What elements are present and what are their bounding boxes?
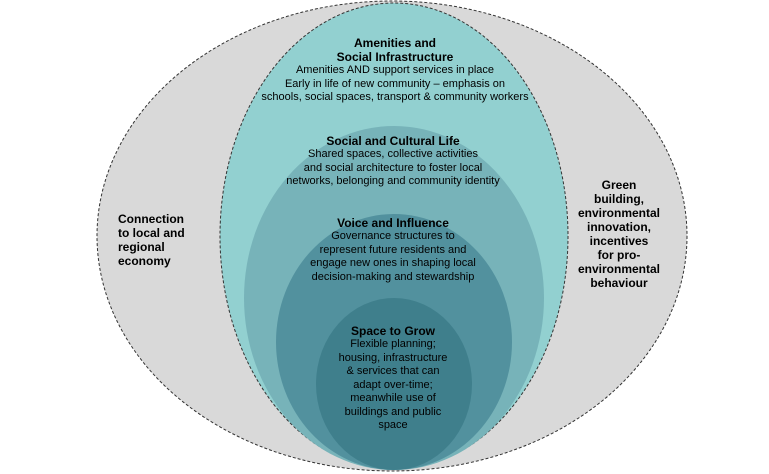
right-label-line6: for pro- (597, 248, 641, 262)
social-title: Social and Cultural Life (326, 134, 460, 148)
right-label-line8: behaviour (590, 276, 648, 290)
space-text: Space to Grow Flexible planning; housing… (322, 324, 464, 433)
space-line4: adapt over-time; (353, 378, 433, 391)
amenities-line2: Early in life of new community – emphasi… (284, 77, 506, 90)
left-label-line2: to local and (118, 226, 185, 240)
amenities-title-line1: Amenities and (353, 36, 437, 50)
amenities-line1: Amenities AND support services in place (295, 64, 495, 76)
right-label-line4: innovation, (587, 220, 651, 234)
social-line1: Shared spaces, collective activities (308, 148, 478, 160)
right-label-line5: incentives (589, 234, 649, 248)
amenities-text: Amenities and Social Infrastructure Amen… (250, 36, 540, 105)
space-line7: space (378, 419, 408, 431)
space-title: Space to Grow (350, 324, 436, 338)
left-label-line3: regional (118, 240, 165, 254)
voice-line4: decision-making and stewardship (311, 270, 475, 283)
space-line2: housing, infrastructure (338, 351, 448, 364)
amenities-line3: schools, social spaces, transport & comm… (261, 91, 529, 103)
space-layer (316, 298, 472, 470)
voice-line2: represent future residents and (319, 243, 467, 256)
space-line5: meanwhile use of (350, 392, 436, 404)
right-label-line2: building, (594, 192, 644, 206)
voice-line1: Governance structures to (331, 230, 455, 242)
social-text: Social and Cultural Life Shared spaces, … (280, 134, 506, 189)
voice-title: Voice and Influence (337, 216, 449, 230)
space-line3: & services that can (346, 365, 440, 377)
social-line2: and social architecture to foster local (303, 161, 483, 174)
right-label-green-building: Green building, environmental innovation… (576, 178, 662, 290)
social-line3: networks, belonging and community identi… (286, 175, 500, 187)
right-label-line7: environmental (577, 262, 661, 276)
right-label-line3: environmental (577, 206, 661, 220)
voice-text: Voice and Influence Governance structure… (300, 216, 486, 284)
right-label-line1: Green (601, 178, 637, 192)
amenities-title-line2: Social Infrastructure (336, 50, 454, 64)
left-label-economy: Connection to local and regional economy (118, 212, 214, 268)
space-line6: buildings and public (344, 405, 442, 418)
left-label-line4: economy (118, 254, 171, 268)
space-line1: Flexible planning; (350, 338, 436, 350)
voice-line3: engage new ones in shaping local (310, 257, 476, 269)
left-label-line1: Connection (118, 212, 184, 226)
